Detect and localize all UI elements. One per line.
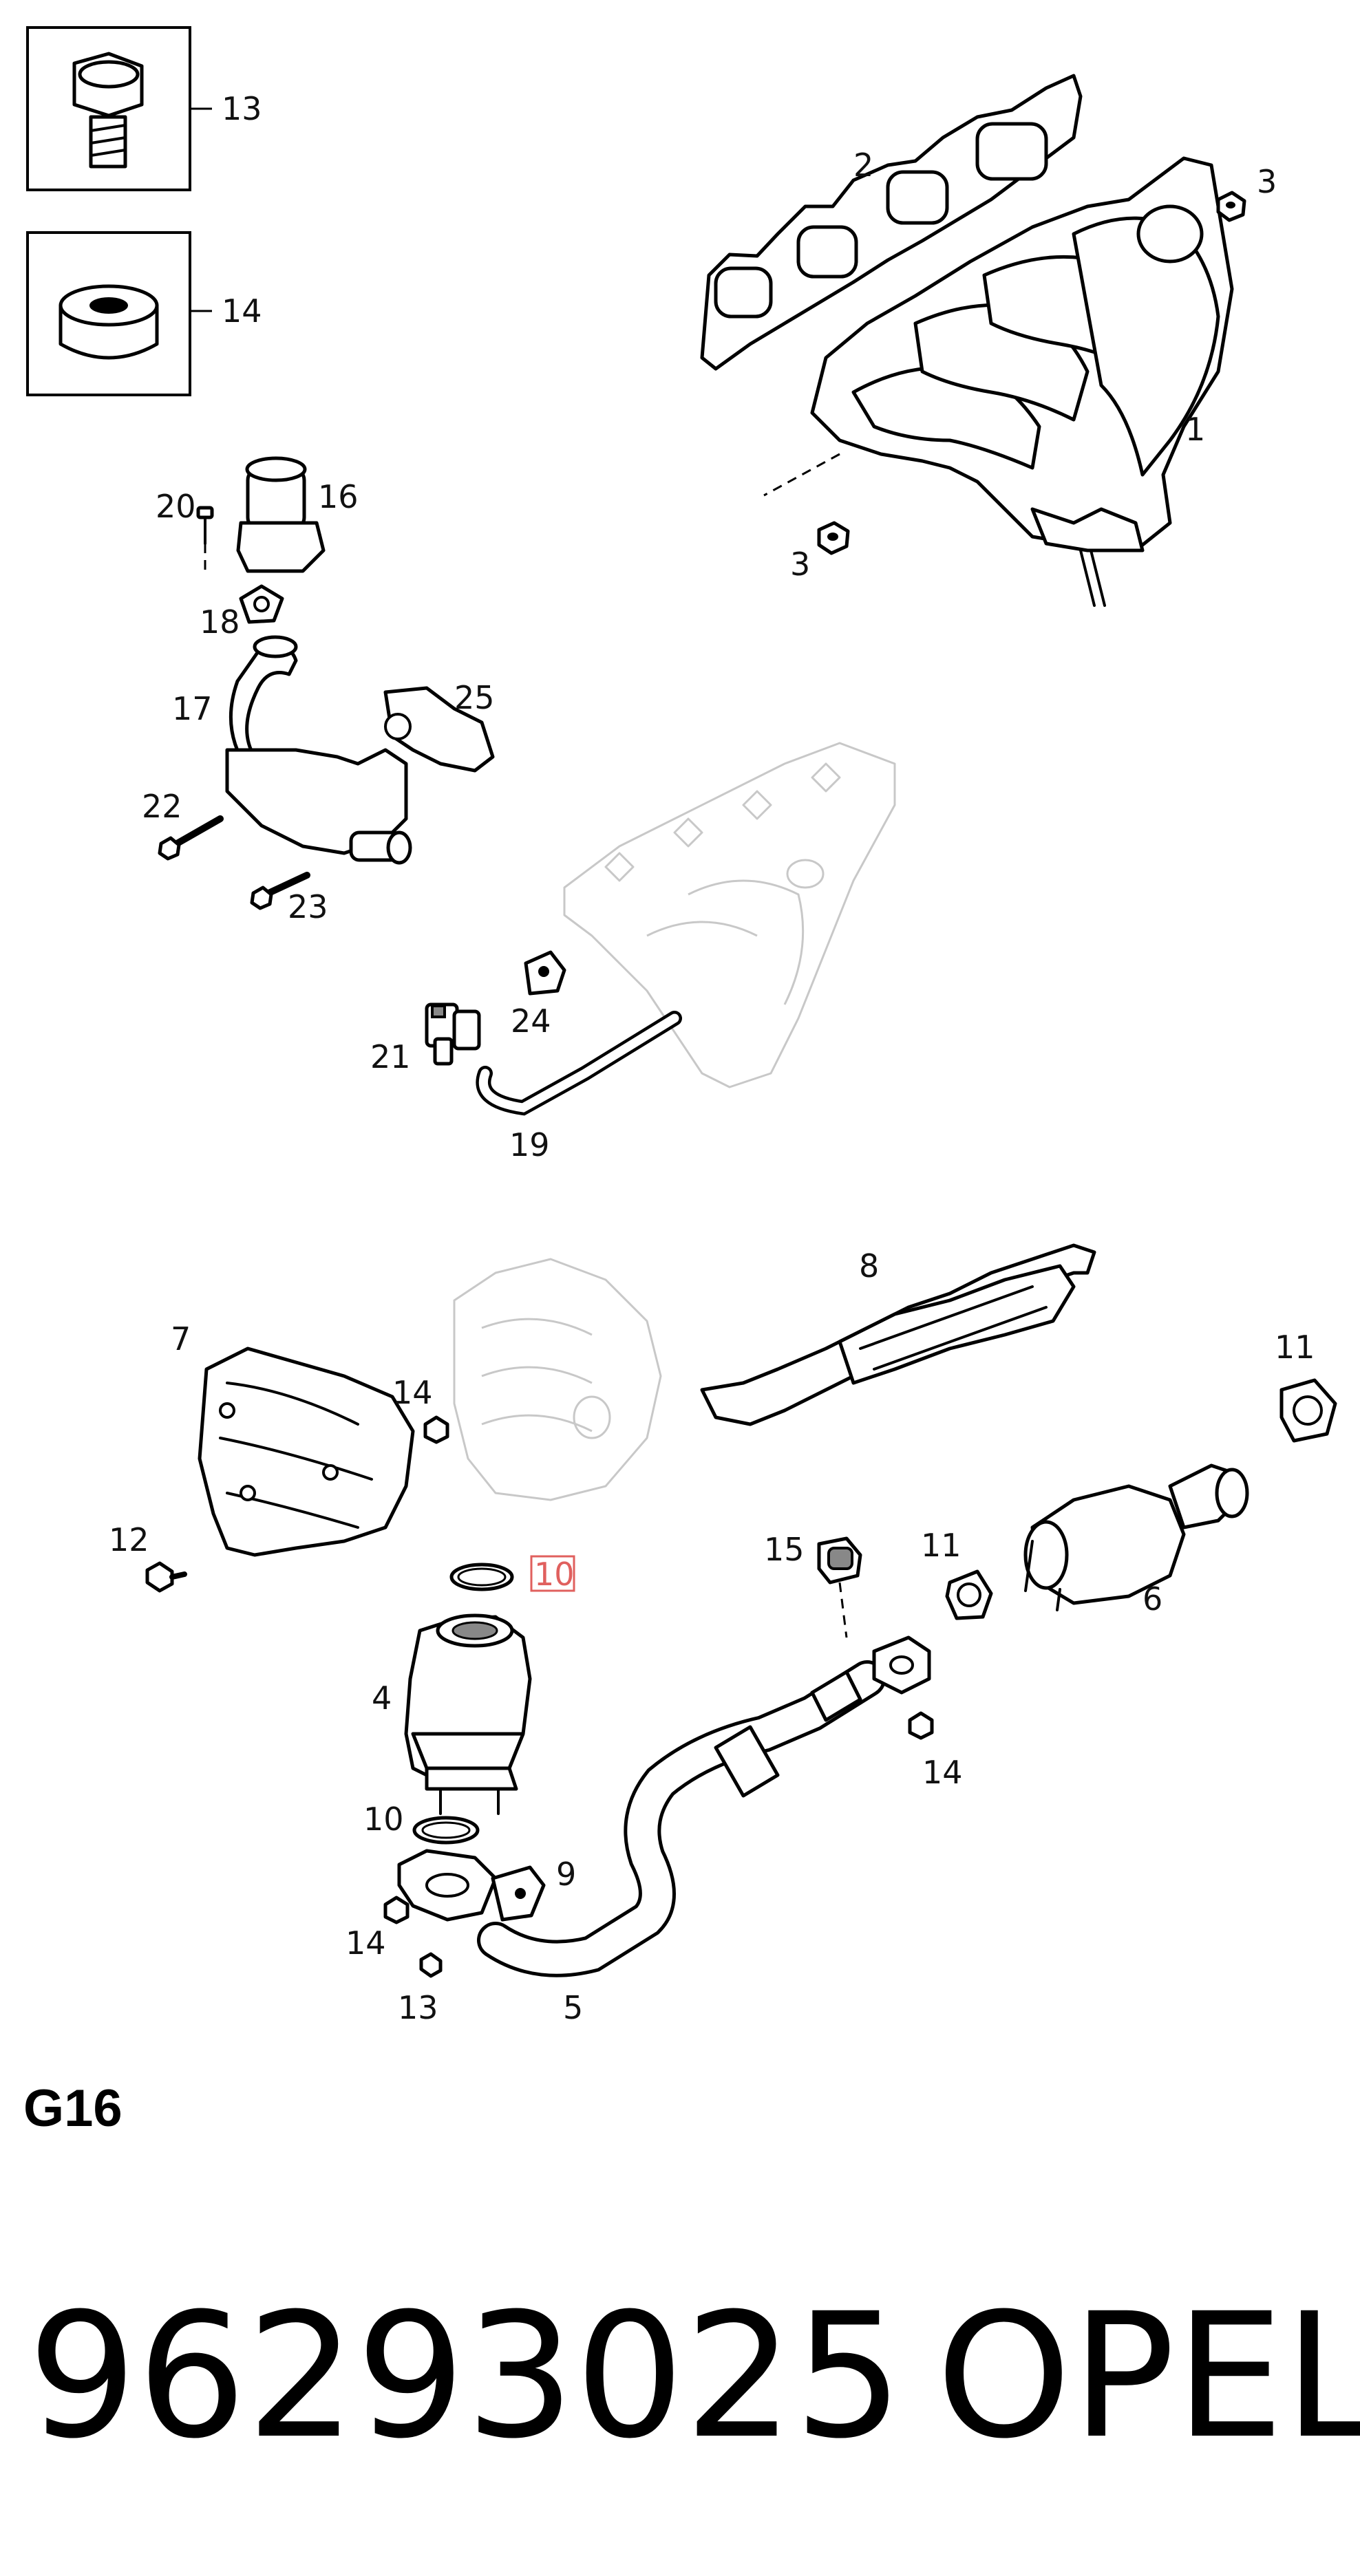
engine-variant-label: G16 [23, 2079, 123, 2138]
callout-23: 23 [288, 888, 328, 925]
highlight-callout-10: 10 [530, 1555, 575, 1593]
rear-catalytic-converter [1023, 1463, 1249, 1611]
solenoid-valve [425, 1002, 481, 1066]
egr-pipe-gasket [383, 686, 495, 773]
egr-bolt-short [250, 872, 310, 910]
callout-18: 18 [200, 603, 240, 641]
callout-6: 6 [1143, 1580, 1162, 1618]
front-pipe [397, 1635, 931, 1977]
callout-2: 2 [853, 147, 873, 184]
callout-22: 22 [142, 788, 182, 825]
legend-bolt: 13 [26, 26, 262, 191]
intake-manifold-ghost [563, 742, 896, 1088]
pipe-nut-right [908, 1711, 934, 1740]
callout-4: 4 [372, 1679, 392, 1717]
callout-1: 1 [1185, 411, 1205, 448]
heat-shield-underbody [700, 1243, 1096, 1426]
callout-10-highlighted: 10 [534, 1556, 575, 1593]
callout-12: 12 [109, 1521, 149, 1558]
callout-5: 5 [563, 1989, 583, 2026]
callout-9: 9 [556, 1856, 576, 1893]
callout-3-upper: 3 [1257, 163, 1277, 200]
egr-gasket [239, 584, 284, 624]
manifold-nut-lower [817, 521, 850, 555]
heat-shield-manifold [198, 1346, 415, 1557]
legend-flange-nut: 14 [26, 231, 262, 396]
callout-24: 24 [511, 1002, 551, 1040]
callout-15: 15 [764, 1531, 805, 1568]
manifold-nut-upper [1216, 191, 1246, 222]
flange-nut-icon [59, 284, 159, 360]
callout-20: 20 [156, 488, 196, 525]
manifold-gasket [700, 74, 1083, 371]
pipe-nut [383, 1896, 410, 1924]
exhaust-manifold [810, 156, 1234, 607]
heat-shield-bolt [145, 1561, 187, 1593]
egr-pipe [225, 635, 412, 865]
egr-valve [236, 456, 326, 573]
callout-14-legend: 14 [222, 292, 262, 330]
callout-11-right: 11 [1275, 1329, 1315, 1366]
callout-19: 19 [509, 1126, 550, 1163]
cat-gasket-lower [412, 1816, 480, 1845]
callout-14-pipe: 14 [346, 1924, 386, 1962]
callout-16: 16 [318, 478, 359, 515]
callout-13-pipe: 13 [398, 1989, 438, 2026]
callout-17: 17 [172, 690, 213, 727]
callout-7: 7 [171, 1320, 191, 1357]
pipe-bracket [491, 1865, 546, 1922]
flange-gasket-right [1279, 1378, 1337, 1443]
brand-name: OPEL [936, 2276, 1360, 2476]
bracket [524, 950, 566, 996]
pipe-bolt [419, 1952, 443, 1978]
bolt-icon [72, 52, 144, 169]
rubber-hanger [817, 1536, 862, 1585]
callout-11-mid: 11 [921, 1527, 961, 1564]
vacuum-hose [476, 1011, 682, 1116]
part-number: 96293025 [28, 2276, 903, 2476]
flange-gasket-mid [945, 1569, 993, 1620]
callout-21: 21 [370, 1038, 411, 1075]
callout-25: 25 [454, 679, 495, 716]
cat-gasket-upper [449, 1563, 514, 1591]
callout-14-shield: 14 [392, 1374, 433, 1411]
callout-8: 8 [859, 1247, 879, 1285]
egr-bolt-long [158, 815, 224, 861]
callout-10-lower: 10 [363, 1801, 404, 1838]
catalytic-converter [404, 1613, 532, 1815]
heat-shield-nut [423, 1415, 449, 1444]
manifold-ghost-lower [453, 1258, 662, 1501]
egr-bolt [196, 506, 214, 545]
callout-13-legend: 13 [222, 90, 262, 127]
callout-14-right: 14 [922, 1754, 963, 1791]
callout-3-lower: 3 [790, 546, 810, 583]
